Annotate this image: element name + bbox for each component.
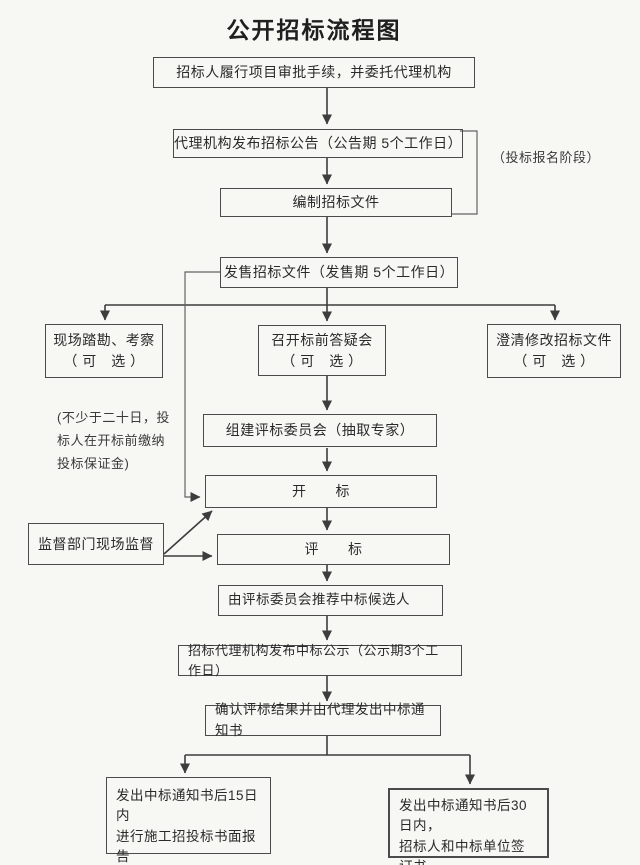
note-bid-deposit-line1: (不少于二十日，投 xyxy=(57,410,170,425)
node-pre-bid-meeting: 召开标前答疑会 （ 可 选 ） xyxy=(258,325,386,376)
node-recommend: 由评标委员会推荐中标候选人 xyxy=(218,585,443,616)
node-bid-opening: 开 标 xyxy=(205,475,437,508)
node-site-survey: 现场踏勘、考察 （ 可 选 ） xyxy=(45,324,163,378)
node-supervision: 监督部门现场监督 xyxy=(28,523,164,565)
bracket-registration-phase xyxy=(452,130,478,215)
node-bid-evaluation: 评 标 xyxy=(217,534,450,565)
node-contract: 发出中标通知书后30日内， 招标人和中标单位签订书 面合同 xyxy=(388,788,549,865)
node-announcement: 代理机构发布招标公告（公告期 5个工作日） xyxy=(173,129,463,158)
node-committee: 组建评标委员会（抽取专家） xyxy=(203,414,437,447)
edge-supervision-opening xyxy=(163,510,213,555)
note-bid-deposit: (不少于二十日，投 标人在开标前缴纳 投标保证金) xyxy=(57,406,189,475)
node-sell-docs: 发售招标文件（发售期 5个工作日） xyxy=(220,257,458,288)
node-site-survey-label: 现场踏勘、考察 xyxy=(53,332,155,348)
node-clarify-docs-label: 澄清修改招标文件 xyxy=(496,332,612,348)
node-clarify-docs-optional: （ 可 选 ） xyxy=(513,353,595,369)
page-title: 公开招标流程图 xyxy=(226,17,402,43)
node-pre-bid-meeting-optional: （ 可 选 ） xyxy=(281,352,363,369)
note-bid-deposit-line3: 投标保证金) xyxy=(57,456,130,472)
node-approval: 招标人履行项目审批手续，并委托代理机构 xyxy=(153,57,475,88)
node-prepare-docs: 编制招标文件 xyxy=(220,188,452,217)
node-site-survey-optional: （ 可 选 ） xyxy=(63,353,145,369)
node-pre-bid-meeting-label: 召开标前答疑会 xyxy=(271,331,373,348)
node-confirm-notice: 确认评标结果并由代理发出中标通知书 xyxy=(205,702,441,738)
node-filing-line2: 进行施工招投标书面报告 xyxy=(116,828,256,864)
node-contract-line1: 发出中标通知书后30日内， xyxy=(399,798,528,834)
node-clarify-docs: 澄清修改招标文件 （ 可 选 ） xyxy=(487,324,621,378)
node-winner-publicity: 招标代理机构发布中标公示（公示期3个工作日） xyxy=(178,643,462,678)
node-contract-line2: 招标人和中标单位签订书 xyxy=(399,838,525,865)
node-filing: 发出中标通知书后15日内 进行施工招投标书面报告 备案 xyxy=(106,777,271,864)
edge-sell-opening-bypass xyxy=(184,271,220,502)
note-bid-deposit-line2: 标人在开标前缴纳 xyxy=(57,433,166,449)
note-registration-phase: （投标报名阶段） xyxy=(492,150,601,165)
node-filing-line1: 发出中标通知书后15日内 xyxy=(116,788,259,824)
